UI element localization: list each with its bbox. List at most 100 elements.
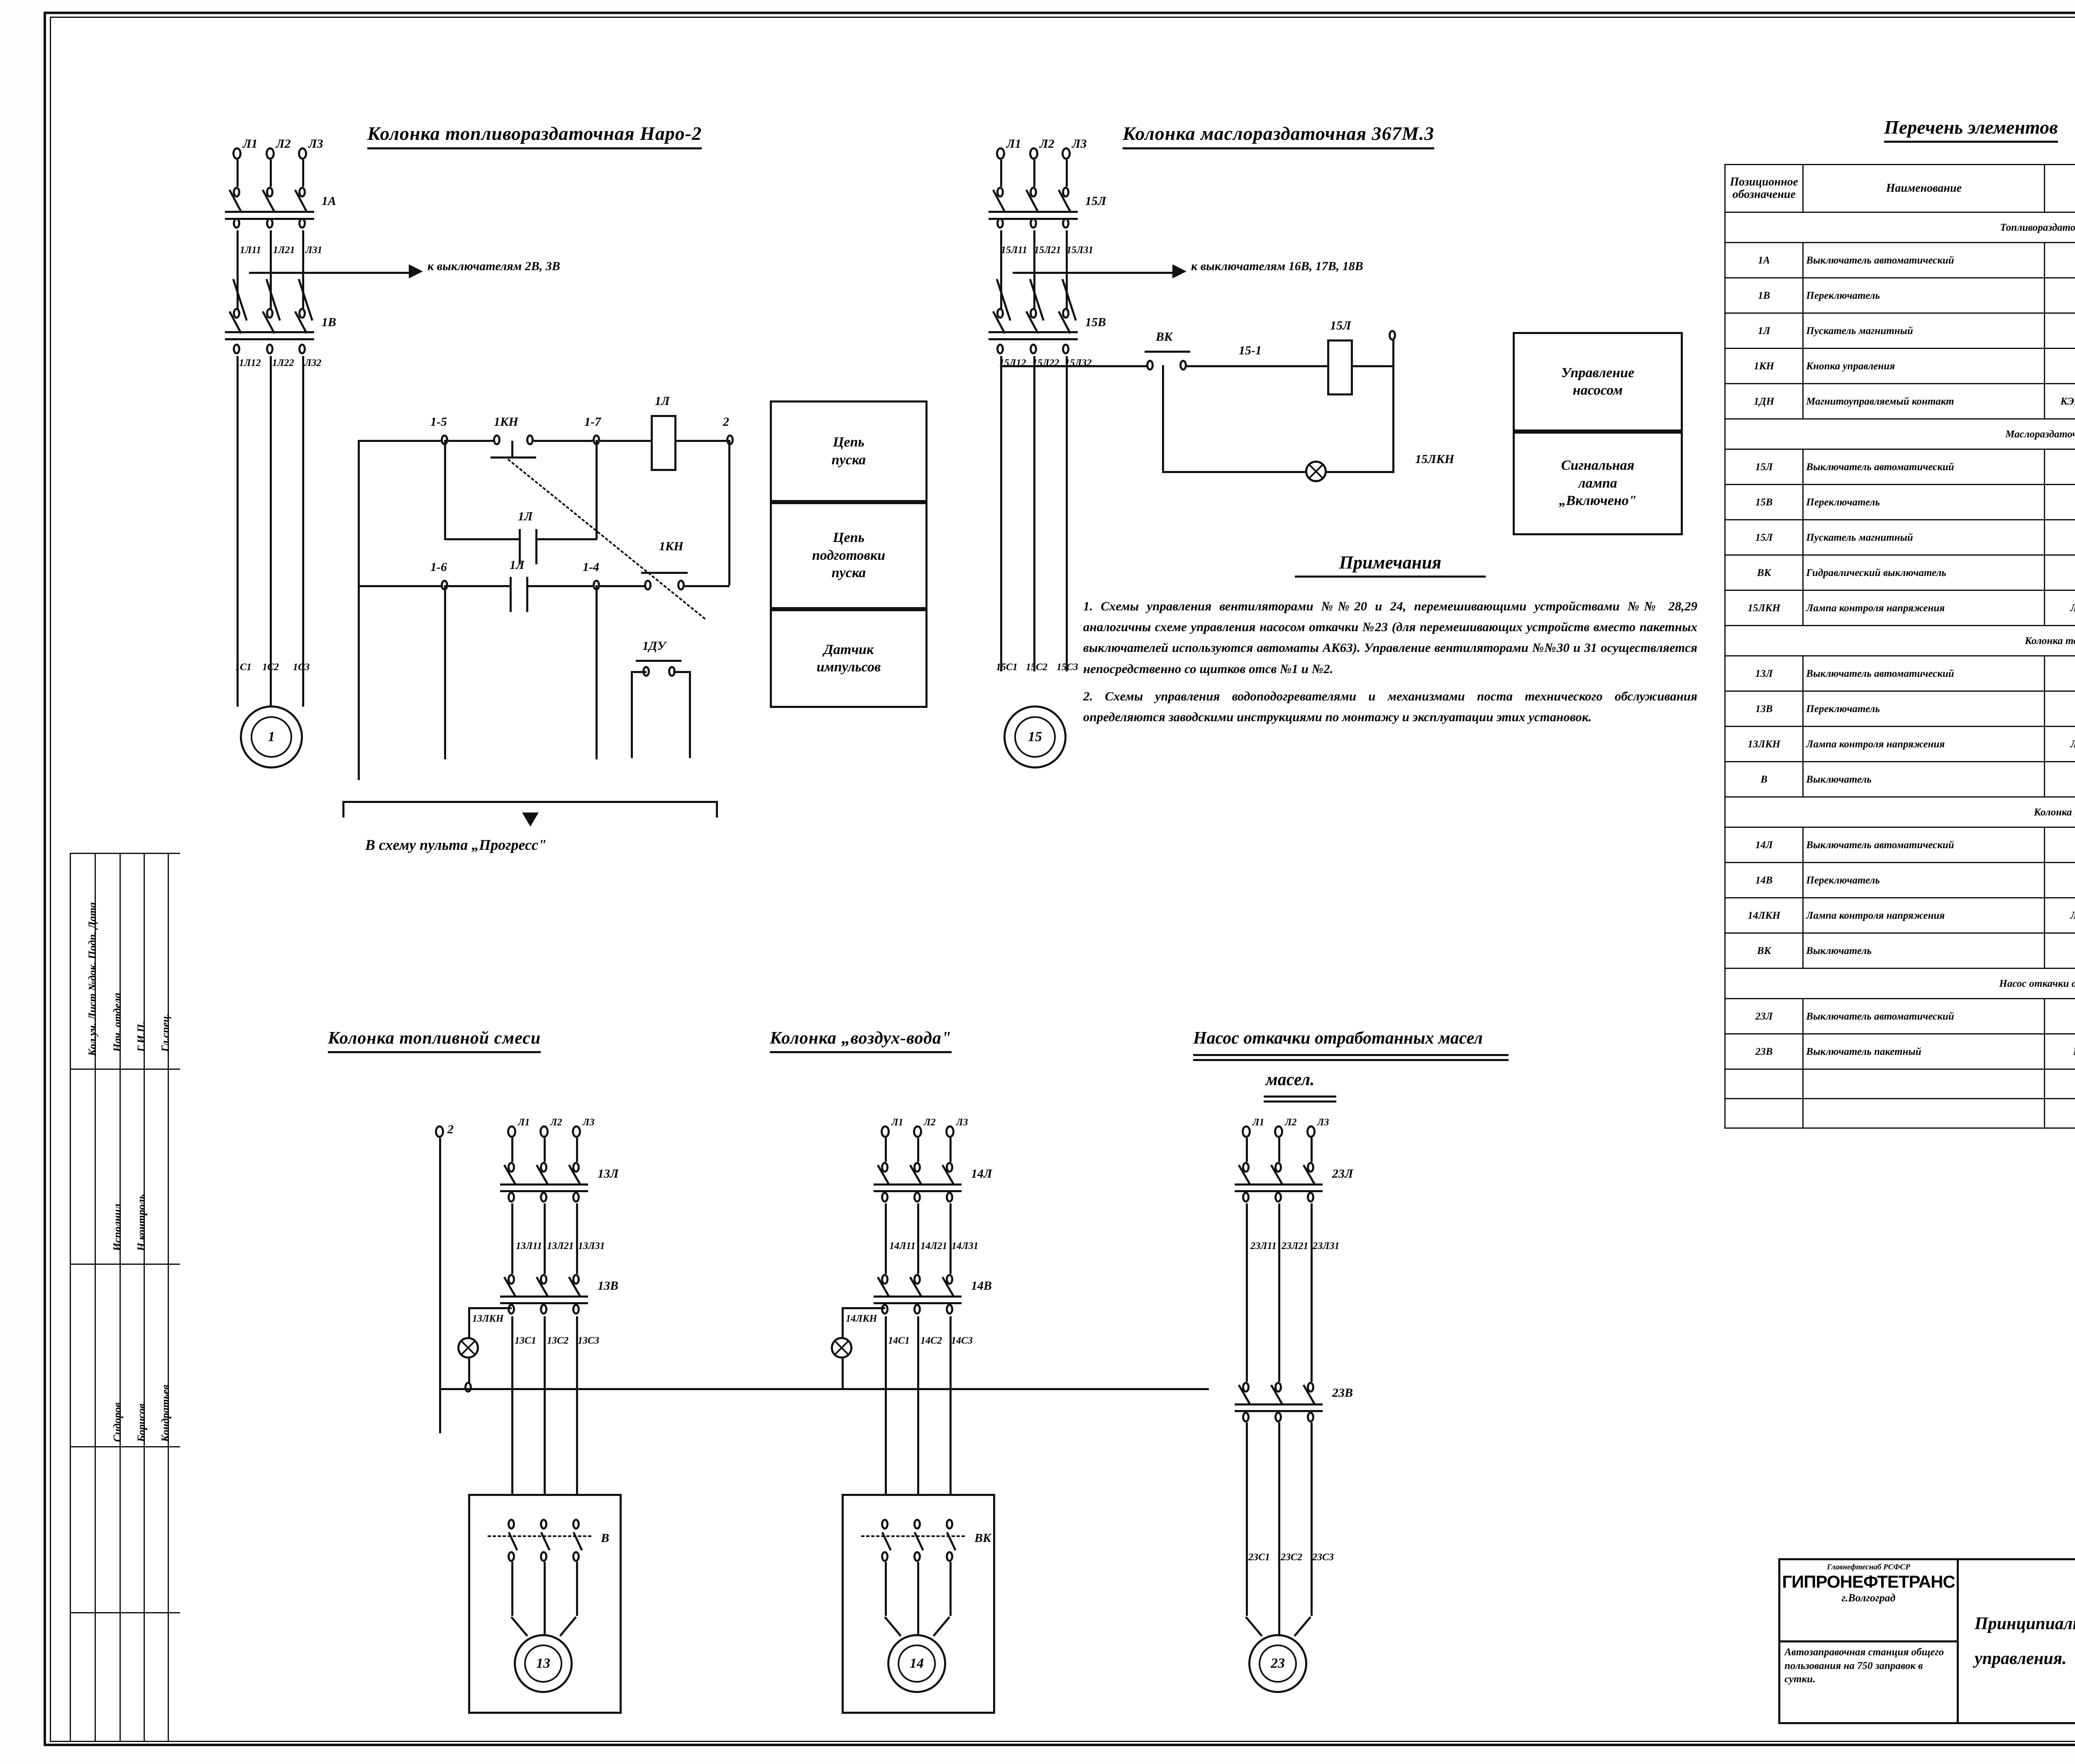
oil-15a-in-1 (996, 187, 1004, 198)
terminal-1a-out-1 (233, 218, 240, 229)
th-position: Позиционное обозначение (1724, 164, 1804, 213)
oil-15a-in-3 (1062, 187, 1069, 198)
oil-15b-in-3 (1062, 308, 1069, 319)
wp-u1 (1246, 1203, 1248, 1382)
oil-bar-15b-top (989, 331, 1078, 333)
aw-switch-label: 14В (971, 1279, 992, 1293)
oil-ctrl-lamp-h2 (1327, 471, 1393, 473)
wp-c2-label: 23С2 (1281, 1552, 1303, 1563)
fm-w3 (576, 1138, 578, 1162)
ctrl-w7 (600, 585, 645, 587)
cell-name: Лампа контроля напряжения (1802, 897, 2046, 934)
wire-l2-top (270, 160, 272, 187)
ctrl-top-rail (358, 440, 445, 442)
wp-u3 (1311, 1203, 1313, 1382)
th-name: Наименование (1802, 164, 2046, 213)
motor-1-label: 1 (268, 729, 275, 744)
fm-lamp-bottom-term (464, 1382, 472, 1393)
fm-bar-13b-1 (500, 1296, 588, 1298)
stamp-name-2: Борисов (135, 1403, 147, 1442)
title-block: Главнефтеснаб РСФСР ГИПРОНЕФТЕТРАНС г.Во… (1778, 1558, 2075, 1724)
legend-pump-control-label: Управление насосом (1561, 365, 1635, 398)
cell-type: КЭМ-1А-Л374-С (2044, 383, 2075, 420)
cell-type (2044, 554, 2075, 591)
fm-sw-b3 (572, 1551, 580, 1562)
fm-13a-out-2 (540, 1192, 547, 1203)
fm-13a-out-1 (508, 1192, 515, 1203)
wp-l2-label: Л2 (1285, 1117, 1297, 1128)
oil-column-title: Колонка маслораздаточная 367М.3 (1123, 122, 1434, 149)
note-item-2: 2. Схемы управления водоподогревателями … (1083, 688, 1697, 725)
contact-1lb-p1 (510, 577, 512, 612)
aw-sw-b1 (881, 1551, 889, 1562)
aw-sw-b2 (913, 1551, 921, 1562)
waste-pump-title-rule-3 (1264, 1095, 1336, 1098)
legend-prepare-circuit: Цепь подготовки пуска (770, 502, 928, 609)
wp-bar-23b-1 (1235, 1403, 1323, 1405)
ctrl-w8 (685, 585, 730, 587)
oil-label-15-1: 15-1 (1239, 344, 1262, 357)
motor-1-inner: 1 (251, 716, 292, 758)
fm-m2 (544, 1562, 546, 1635)
cell-position: 13В (1724, 690, 1804, 727)
fm-c1 (511, 1316, 513, 1495)
btn-1knb-t2 (677, 580, 685, 590)
aw-l1 (881, 1125, 890, 1138)
aw-14a-in-1 (881, 1162, 889, 1173)
wp-switch-label: 23В (1332, 1386, 1353, 1400)
btn-1kn-label: 1КН (494, 415, 518, 429)
cell-type: ПЕ-022 (2044, 690, 2075, 727)
cell-name: Выключатель (1802, 932, 2046, 969)
organization-block: Главнефтеснаб РСФСР ГИПРОНЕФТЕТРАНС г.Во… (1780, 1560, 1957, 1642)
table-group-row: Колонка топливной смеси (1724, 625, 2075, 656)
oil-bar-15a-top (989, 211, 1078, 213)
fm-l1-label: Л1 (518, 1117, 530, 1128)
oil-15b-in-2 (1030, 308, 1037, 319)
wp-u2 (1278, 1203, 1280, 1382)
label-l2: Л2 (276, 137, 291, 151)
progress-label: В схему пульта „Прогресс" (365, 837, 547, 853)
wp-l1-label: Л1 (1252, 1117, 1265, 1128)
cell-type: · (2044, 348, 2075, 384)
ctrl-bottom-rail (358, 585, 445, 587)
oil-label-l3: Л3 (1072, 137, 1087, 151)
fm-sw-t2 (540, 1519, 547, 1530)
wp-w3 (1311, 1138, 1313, 1162)
label-breaker-1a: 1А (322, 194, 337, 208)
wp-23b-out-2 (1274, 1412, 1282, 1422)
wp-23b-in-2 (1274, 1382, 1282, 1393)
aw-14b-out-2 (913, 1304, 921, 1315)
label-1c3: 1С3 (293, 662, 310, 673)
fuel-column-title: Колонка топливораздаточная Наро-2 (367, 122, 702, 149)
elements-list-table: Позиционное обозначение Наименование Тип… (1724, 164, 2075, 1129)
arrow-head-1 (409, 264, 423, 278)
label-l1: Л1 (243, 137, 258, 151)
table-empty-row (1724, 1098, 2075, 1129)
cell-type: АК63-МГ (2044, 998, 2075, 1034)
aw-u3-label: 14Л31 (952, 1241, 979, 1252)
terminal-1b-out-1 (233, 344, 240, 354)
aw-w3 (950, 1138, 952, 1162)
fm-m1 (511, 1562, 513, 1616)
coil-1l (651, 415, 676, 471)
fm-u3 (576, 1203, 578, 1274)
aw-sw-t3 (946, 1519, 953, 1530)
fm-m3 (576, 1562, 578, 1616)
aw-14a-in-3 (946, 1162, 953, 1173)
cell-empty (1724, 1098, 1804, 1129)
table-row: 14ВПереключательПЕ-022~500 В 6А1—"— (1724, 862, 2075, 898)
lamp-15lkn (1305, 461, 1327, 482)
terminal-1a-in-2 (266, 187, 273, 198)
waste-pump-title-line1: Насос откачки отработанных масел (1193, 1029, 1483, 1048)
sensor-1du-h1 (631, 671, 647, 673)
table-row: ВКВыключатель1колонка (1724, 932, 2075, 969)
cell-name: Выключатель пакетный (1802, 1033, 2046, 1070)
aw-c3-label: 14С3 (951, 1335, 973, 1346)
cell-name: Выключатель автоматический (1802, 998, 2046, 1034)
oil-vk-label: ВК (1156, 330, 1173, 344)
lamp-14lkn (831, 1337, 852, 1359)
oil-tap-line (1013, 272, 1177, 274)
